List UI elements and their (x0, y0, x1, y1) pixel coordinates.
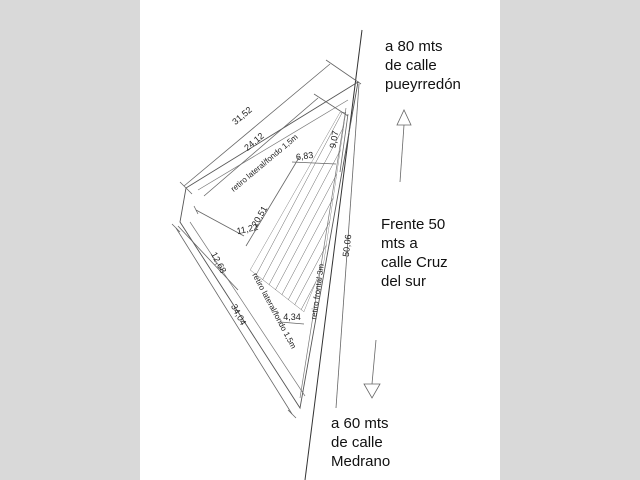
frontage-note-line-4: del sur (381, 273, 427, 290)
dimension-label-31-52: 31,52 (230, 105, 254, 127)
dimension-label-9-07: 9,07 (328, 130, 341, 149)
dimension-9-07 (339, 113, 349, 173)
dimension-label-4-34: 4,34 (283, 312, 301, 322)
south-note-line-1: a 60 mts (331, 415, 389, 432)
dimension-6-83 (291, 161, 337, 165)
arrow-north-icon (396, 109, 412, 183)
dimension-label-6-83: 6,83 (295, 150, 314, 162)
dimension-12-68 (177, 225, 239, 291)
frontage-note-line-1: Frente 50 (381, 216, 446, 233)
south-note-line-2: de calle (331, 434, 383, 451)
dimension-24-12 (203, 93, 349, 197)
north-note-line-2: de calle (385, 57, 437, 74)
front-setback-line (299, 107, 347, 399)
lower-setback-label: retiro lateral/fondo 1,5m (250, 271, 298, 350)
street-frontage-line (304, 29, 363, 480)
south-note-line-3: Medrano (331, 453, 391, 470)
frontage-note: Frente 50 mts a calle Cruz del sur (381, 215, 448, 291)
dimension-11-22 (193, 205, 245, 237)
dimension-31-52 (179, 59, 362, 195)
arrow-south-icon (363, 339, 381, 399)
frontage-note-line-2: mts a (381, 235, 418, 252)
frontage-note-line-3: calle Cruz (381, 254, 448, 271)
dimension-20-51 (245, 155, 301, 247)
dimension-50-06 (335, 83, 360, 409)
dimension-label-50-06: 50,06 (341, 234, 354, 258)
dimension-4-34 (279, 321, 305, 325)
north-note-line-1: a 80 mts (385, 38, 443, 55)
upper-setback-label: retiro lateral/fondo 1,5m (229, 132, 300, 193)
dimension-34-04 (171, 223, 297, 419)
dimension-label-11-22: 11,22 (236, 222, 259, 236)
north-note-line-3: pueyrredón (385, 76, 461, 93)
front-setback-label: retiro frontal 3m (309, 263, 326, 320)
north-reference-note: a 80 mts de calle pueyrredón (385, 37, 461, 94)
upper-setback-line (197, 99, 349, 191)
lower-setback-line (189, 221, 306, 397)
south-reference-note: a 60 mts de calle Medrano (331, 414, 390, 471)
lot-outline (179, 81, 359, 410)
